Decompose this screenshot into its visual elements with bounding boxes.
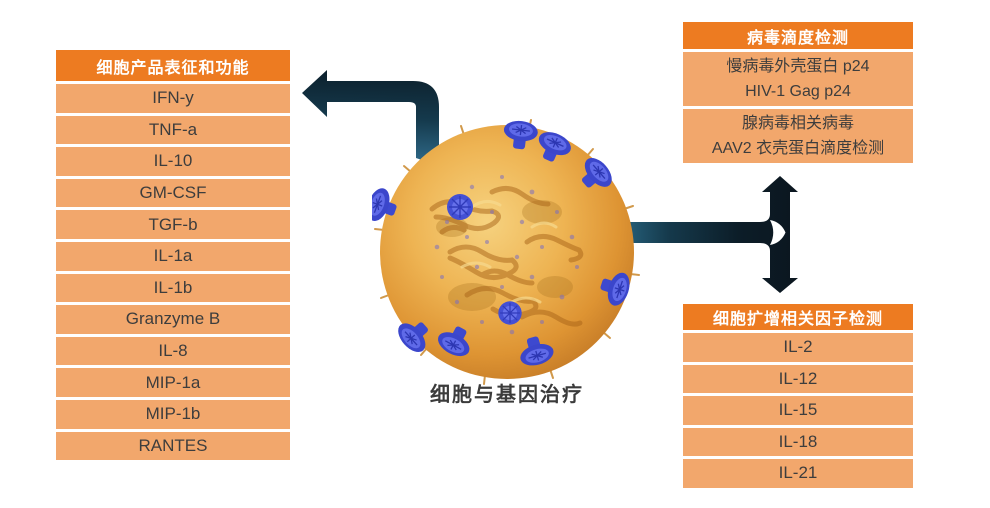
- table-row: TNF-a: [56, 115, 290, 145]
- cell-product-table: 细胞产品表征和功能 IFN-y TNF-a IL-10 GM-CSF TGF-b…: [56, 50, 290, 461]
- row-line: HIV-1 Gag p24: [745, 83, 851, 100]
- table-row: GM-CSF: [56, 178, 290, 208]
- table-row: 腺病毒相关病毒 AAV2 衣壳蛋白滴度检测: [683, 109, 913, 163]
- table-row: IL-8: [56, 336, 290, 366]
- row-line: AAV2 衣壳蛋白滴度检测: [711, 140, 885, 157]
- virus-titer-table: 病毒滴度检测 慢病毒外壳蛋白 p24 HIV-1 Gag p24 腺病毒相关病毒…: [683, 22, 913, 163]
- table-row: MIP-1a: [56, 368, 290, 397]
- expansion-factor-table-header: 细胞扩增相关因子检测: [683, 304, 913, 330]
- table-row: IL-15: [683, 396, 913, 425]
- table-row: MIP-1b: [56, 399, 290, 429]
- table-row: TGF-b: [56, 210, 290, 239]
- table-row: 慢病毒外壳蛋白 p24 HIV-1 Gag p24: [683, 52, 913, 106]
- table-row: IL-1a: [56, 241, 290, 271]
- virus-titer-table-header: 病毒滴度检测: [683, 22, 913, 49]
- table-row: RANTES: [56, 431, 290, 461]
- row-line: 腺病毒相关病毒: [741, 115, 854, 132]
- table-row: IL-2: [683, 333, 913, 362]
- cell-illustration: [372, 118, 640, 385]
- table-row: Granzyme B: [56, 305, 290, 334]
- table-row: IL-1b: [56, 273, 290, 303]
- left-elbow-arrow-icon: [302, 70, 439, 166]
- table-row: IL-10: [56, 147, 290, 176]
- table-row: IL-18: [683, 427, 913, 456]
- row-line: 慢病毒外壳蛋白 p24: [726, 58, 870, 75]
- table-row: IL-12: [683, 364, 913, 393]
- table-row: IL-21: [683, 459, 913, 488]
- cell-body: [380, 125, 634, 379]
- cell-product-table-header: 细胞产品表征和功能: [56, 50, 290, 81]
- split-double-arrow-icon: [600, 176, 798, 293]
- expansion-factor-table: 细胞扩增相关因子检测 IL-2 IL-12 IL-15 IL-18 IL-21: [683, 304, 913, 488]
- cell-caption: 细胞与基因治疗: [430, 384, 584, 406]
- table-row: IFN-y: [56, 84, 290, 113]
